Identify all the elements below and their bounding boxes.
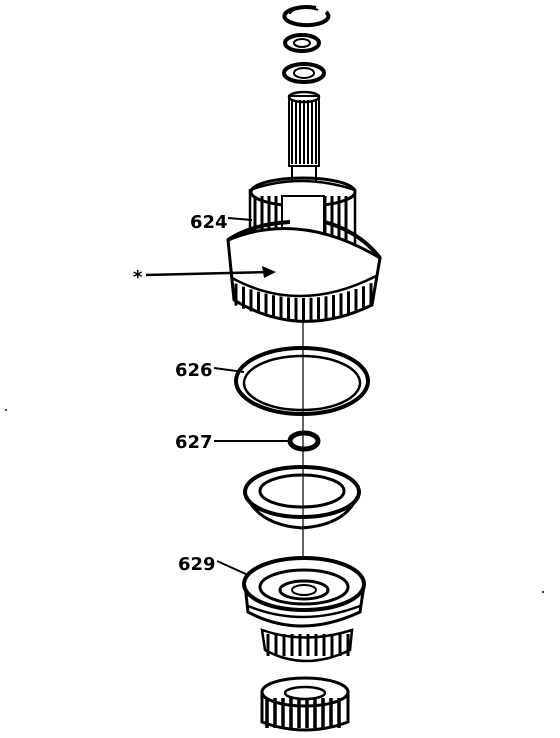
- snap-ring-top: [282, 5, 331, 28]
- stray-dot-right: [542, 591, 544, 593]
- clutch-housing: [242, 556, 366, 628]
- asterisk-marker: *: [133, 267, 143, 288]
- leader-line-626: [213, 367, 245, 373]
- thrust-bearing: [282, 62, 326, 84]
- sun-gear-bottom: [260, 676, 350, 732]
- seal-ring-large: [234, 346, 370, 416]
- gear-drum-assembly: [226, 176, 382, 323]
- label-624: 624: [190, 212, 228, 233]
- pointer-arrow: [145, 266, 276, 278]
- label-626: 626: [175, 360, 213, 381]
- lip-seal: [243, 465, 361, 530]
- leader-line-629: [216, 560, 249, 576]
- label-629: 629: [178, 554, 216, 575]
- washer-upper: [283, 33, 321, 53]
- label-627: 627: [175, 432, 213, 453]
- leader-line-624: [227, 217, 253, 221]
- ring-gear-lower: [260, 628, 354, 663]
- stray-dot-left: [5, 409, 7, 411]
- seal-ring-small: [287, 430, 321, 452]
